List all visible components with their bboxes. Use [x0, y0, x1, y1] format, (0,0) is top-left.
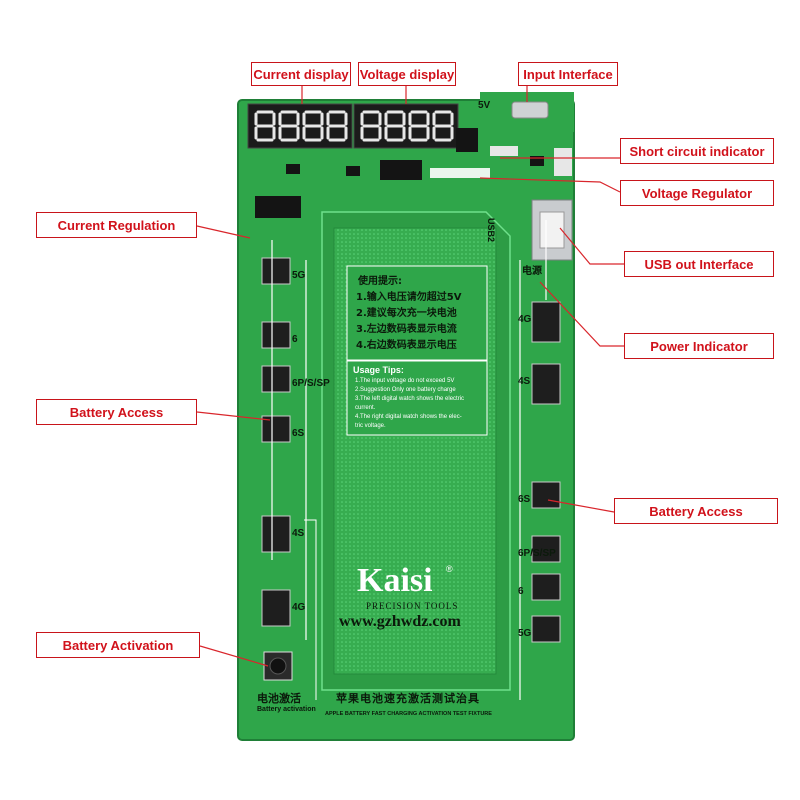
website-text: www.gzhwdz.com	[339, 613, 461, 630]
port-label-right: 4G	[518, 314, 532, 325]
battery-connector	[261, 415, 291, 443]
battery-connector	[531, 535, 561, 563]
callout-battery-access-right: Battery Access	[614, 498, 778, 524]
label-power: 电源	[522, 266, 542, 277]
usage-tips-chinese: 使用提示: 1.输入电压请勿超过5V 2.建议每次充一块电池 3.左边数码表显示…	[352, 272, 486, 360]
battery-connector	[531, 573, 561, 601]
battery-connector	[261, 365, 291, 393]
tips-cn-line: 4.右边数码表显示电压	[356, 340, 457, 351]
battery-connector	[261, 589, 291, 627]
usage-tips-english: Usage Tips: 1.The input voltage do not e…	[347, 361, 487, 435]
tips-cn-line: 1.输入电压请勿超过5V	[356, 292, 462, 303]
battery-connector	[261, 321, 291, 349]
fixture-title-english: APPLE BATTERY FAST CHARGING ACTIVATION T…	[325, 711, 492, 717]
pointer-battery-access-left	[196, 411, 271, 421]
ic-chip	[380, 160, 422, 180]
port-label-right: 6S	[518, 494, 531, 505]
battery-connector	[531, 481, 561, 509]
pointer-usb-out	[559, 227, 624, 265]
label-5v: 5V	[478, 100, 491, 111]
label-usb2: USB2	[486, 218, 496, 243]
battery-connector	[531, 615, 561, 643]
pointer-power-indicator	[539, 281, 624, 347]
registered-mark: ®	[446, 564, 453, 574]
tips-cn-line: 2.建议每次充一块电池	[356, 308, 457, 319]
ic-chip	[255, 196, 301, 218]
tips-cn-line: 3.左边数码表显示电流	[356, 324, 457, 335]
port-label-right: 6	[518, 586, 524, 597]
callout-usb-out-interface: USB out Interface	[624, 251, 774, 277]
tips-en-line: current.	[355, 405, 376, 411]
pointer-voltage-regulator	[479, 177, 621, 193]
tips-en-line: 3.The left digital watch shows the elect…	[355, 396, 465, 402]
brand-tagline: PRECISION TOOLS	[366, 601, 459, 611]
brand-logo: Kaisi	[357, 562, 433, 599]
battery-connector	[261, 257, 291, 285]
port-label-right: 4S	[518, 376, 531, 387]
activation-label-chinese: 电池激活	[257, 692, 301, 705]
callout-current-regulation: Current Regulation	[36, 212, 197, 238]
pointer-current-regulation	[196, 225, 251, 239]
pointer-battery-activation	[199, 645, 269, 667]
callout-battery-activation: Battery Activation	[36, 632, 200, 658]
callout-voltage-regulator: Voltage Regulator	[620, 180, 774, 206]
port-label-left: 6S	[292, 428, 305, 439]
port-label-left: 4S	[292, 528, 305, 539]
port-label-left: 4G	[292, 602, 306, 613]
tips-cn-title: 使用提示:	[358, 276, 402, 287]
tips-en-line: 2.Suggestion Only one battery charge	[355, 387, 456, 393]
activation-label-english: Battery activation	[257, 706, 316, 713]
battery-connector	[261, 515, 291, 553]
callout-short-circuit-indicator: Short circuit indicator	[620, 138, 774, 164]
battery-connector	[531, 363, 561, 405]
tips-en-title: Usage Tips:	[353, 365, 404, 375]
pointer-battery-access-right	[547, 499, 615, 513]
battery-connector	[531, 301, 561, 343]
port-label-right: 6P/S/SP	[518, 548, 556, 559]
callout-current-display: Current display	[251, 62, 351, 86]
ic-chip	[456, 128, 478, 152]
callout-input-interface: Input Interface	[518, 62, 618, 86]
tips-en-line: tric voltage.	[355, 423, 386, 429]
port-label-left: 5G	[292, 270, 306, 281]
tips-en-line: 1.The input voltage do not exceed 5V	[355, 378, 455, 384]
fixture-title-chinese: 苹果电池速充激活测试治具	[336, 692, 480, 705]
port-label-left: 6	[292, 334, 298, 345]
port-label-right: 5G	[518, 628, 532, 639]
callout-power-indicator: Power Indicator	[624, 333, 774, 359]
callout-battery-access-left: Battery Access	[36, 399, 197, 425]
port-label-left: 6P/S/SP	[292, 378, 330, 389]
input-interface-port	[511, 101, 549, 119]
tips-en-line: 4.The right digital watch shows the elec…	[355, 414, 462, 420]
callout-voltage-display: Voltage display	[358, 62, 456, 86]
